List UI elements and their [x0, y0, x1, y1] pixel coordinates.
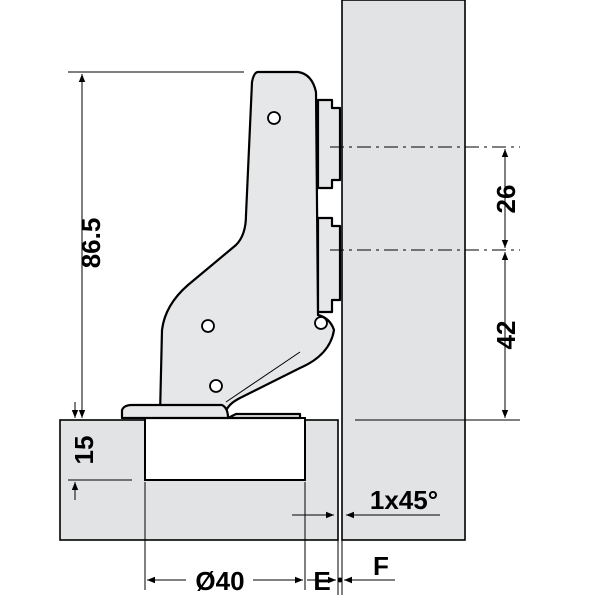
mounting-plate-upper — [316, 98, 342, 190]
dim-label-42: 42 — [491, 321, 521, 350]
hinge-cup — [144, 417, 306, 481]
dim-label-86-5: 86.5 — [76, 218, 106, 269]
hinge-arm — [158, 70, 336, 417]
side-panel — [341, 0, 466, 541]
hinge-cup-flange — [120, 403, 230, 420]
dim-label-chamfer: 1x45° — [370, 485, 438, 515]
hinge-base-strip — [226, 412, 302, 420]
dim-label-15: 15 — [69, 436, 99, 465]
dim-dot-ef — [337, 577, 343, 583]
dim-label-diameter-40: Ø40 — [195, 566, 244, 596]
rivet-middle — [201, 319, 215, 333]
dim-label-e: E — [313, 566, 330, 596]
dim-label-f: F — [373, 551, 389, 581]
rivet-lower — [209, 379, 223, 393]
mounting-plate-lower — [316, 216, 342, 314]
hinge-arm-edge — [225, 351, 301, 403]
rivet-top — [267, 111, 281, 125]
rivet-arm-end — [314, 316, 328, 330]
dim-label-26: 26 — [491, 185, 521, 214]
